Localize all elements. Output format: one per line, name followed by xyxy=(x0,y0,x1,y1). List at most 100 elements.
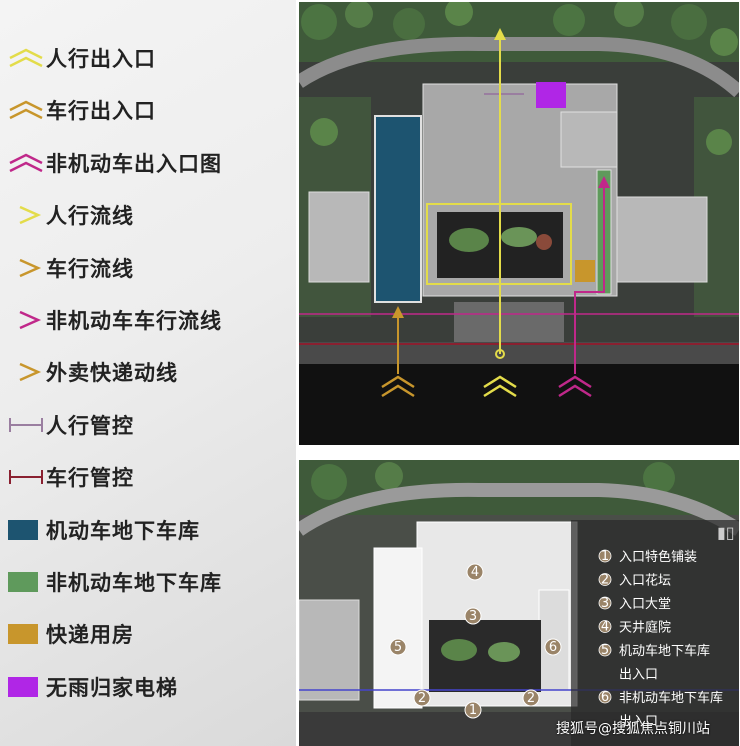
tree xyxy=(393,8,425,40)
svg-text:出入口: 出入口 xyxy=(619,668,658,683)
svg-text:机动车地下车库: 机动车地下车库 xyxy=(619,643,710,659)
svg-text:入口大堂: 入口大堂 xyxy=(619,597,671,612)
svg-text:入口花坛: 入口花坛 xyxy=(619,573,671,589)
legend-panel xyxy=(0,0,296,746)
courtyard-garden xyxy=(488,642,520,662)
svg-text:2: 2 xyxy=(601,573,609,588)
feature-list-item: 1 入口特色铺装 xyxy=(598,549,697,565)
feature-marker: 2 xyxy=(522,689,540,707)
delivery-room xyxy=(575,260,595,282)
site-plan-circulation-map xyxy=(299,2,739,445)
legend-item: 人行管控 xyxy=(8,411,134,439)
svg-text:6: 6 xyxy=(549,640,557,655)
feature-marker: 2 xyxy=(413,689,431,707)
pedestrian-courtyard-loop xyxy=(426,203,572,285)
legend-label: 车行流线 xyxy=(46,256,134,281)
curved-road xyxy=(299,482,739,536)
motor-vehicle-garage xyxy=(373,547,423,709)
svg-text:3: 3 xyxy=(601,596,609,611)
svg-text:天井庭院: 天井庭院 xyxy=(619,620,671,636)
double-chevron-up-icon xyxy=(8,98,46,122)
tree xyxy=(310,118,338,146)
svg-text:1: 1 xyxy=(601,549,609,564)
color-swatch xyxy=(8,622,46,646)
pedestrian-flow-start xyxy=(495,349,505,359)
bike-flow-arrowhead xyxy=(598,176,610,188)
legend-item: 车行流线 xyxy=(8,254,134,282)
legend-item: 人行出入口 xyxy=(8,44,156,72)
legend-item: 车行管控 xyxy=(8,463,134,491)
svg-text:4: 4 xyxy=(471,565,479,580)
pedestrian-entrance-icon xyxy=(483,375,517,398)
double-chevron-up-icon xyxy=(8,46,46,70)
legend-item: 人行流线 xyxy=(8,201,134,229)
legend-label: 快递用房 xyxy=(46,623,134,648)
legend-item: 无雨归家电梯 xyxy=(8,673,178,701)
barrier-line-icon xyxy=(8,413,46,437)
svg-text:1: 1 xyxy=(469,703,477,718)
tree xyxy=(375,462,403,490)
double-chevron-up-icon xyxy=(8,151,46,175)
vehicle-entrance-icon xyxy=(381,375,415,398)
feature-list-item: 出入口 xyxy=(619,668,658,683)
vehicle-flow-arrowhead xyxy=(392,306,404,318)
legend-label: 非机动车地下车库 xyxy=(46,571,222,595)
arrow-right-icon xyxy=(8,256,46,280)
svg-text:6: 6 xyxy=(601,690,609,705)
neighbor-building-right xyxy=(616,196,708,283)
legend-label: 人行出入口 xyxy=(46,47,156,71)
tree xyxy=(311,464,347,500)
svg-text:4: 4 xyxy=(601,620,609,635)
svg-text:入口特色铺装: 入口特色铺装 xyxy=(619,549,697,565)
pedestrian-flow-arrowhead xyxy=(494,28,506,40)
legend-label: 外卖快递动线 xyxy=(46,361,178,386)
tree xyxy=(710,28,738,56)
legend-label: 非机动车车行流线 xyxy=(46,309,222,333)
courtyard-garden xyxy=(501,227,537,247)
legend-item: 非机动车车行流线 xyxy=(8,306,222,334)
svg-text:2: 2 xyxy=(418,691,426,706)
courtyard-garden xyxy=(441,639,477,661)
courtyard-tree xyxy=(536,234,552,250)
watermark: 搜狐号@搜狐焦点铜川站 xyxy=(556,721,710,737)
courtyard-garden xyxy=(449,228,489,252)
neighbor-building-left xyxy=(308,191,370,283)
color-swatch xyxy=(8,570,46,594)
feature-marker: 5 xyxy=(389,638,407,656)
legend-label: 机动车地下车库 xyxy=(46,518,200,543)
legend-item: 快递用房 xyxy=(8,620,134,648)
bike-entrance-icon xyxy=(558,375,592,398)
legend-item: 外卖快递动线 xyxy=(8,358,178,386)
svg-text:5: 5 xyxy=(601,643,609,658)
svg-text:3: 3 xyxy=(469,609,477,624)
feature-list-item: 3 入口大堂 xyxy=(598,596,671,612)
feature-list-item: 出入口 xyxy=(619,715,658,730)
legend-label: 车行出入口 xyxy=(46,99,156,124)
barrier-line-icon xyxy=(8,465,46,489)
svg-text:5: 5 xyxy=(394,640,402,655)
svg-text:出入口: 出入口 xyxy=(619,715,658,730)
logo-mark: ▮▯ xyxy=(717,523,735,542)
svg-text:2: 2 xyxy=(527,691,535,706)
legend-label: 无雨归家电梯 xyxy=(46,675,178,700)
motor-vehicle-garage xyxy=(374,115,422,303)
legend-label: 非机动车出入口图 xyxy=(46,151,222,176)
street-sidewalk xyxy=(299,342,739,364)
tree xyxy=(445,2,473,26)
feature-list-item: 4 天井庭院 xyxy=(598,620,671,636)
tree xyxy=(643,462,675,494)
curved-road xyxy=(299,36,739,98)
building-wing xyxy=(560,111,618,168)
bike-flow-line xyxy=(574,182,605,374)
feature-marker: 3 xyxy=(464,607,482,625)
feature-list-item: 6 非机动车地下车库 xyxy=(598,690,723,706)
feature-marker: 4 xyxy=(466,563,484,581)
main-street xyxy=(299,364,739,445)
color-swatch xyxy=(8,518,46,542)
tree xyxy=(614,2,644,27)
legend-label: 人行流线 xyxy=(46,204,134,229)
svg-text:非机动车地下车库: 非机动车地下车库 xyxy=(619,690,723,706)
legend-label: 人行管控 xyxy=(46,413,134,438)
arrow-right-icon xyxy=(8,308,46,332)
